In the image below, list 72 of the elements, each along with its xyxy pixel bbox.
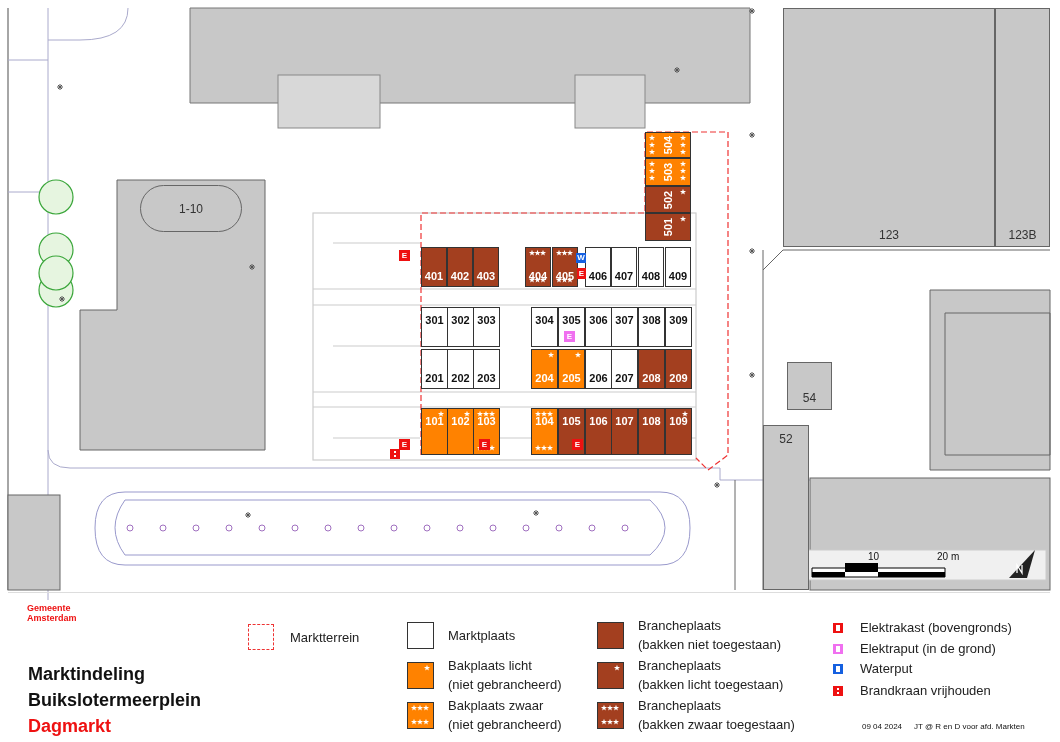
electric-box-marker: E [399,439,410,450]
electric-box-marker: E [479,439,490,450]
market-stall: 308 [638,307,665,347]
market-stall: 304 [531,307,558,347]
market-stall [473,408,500,455]
market-stall: 104 [531,408,558,455]
market-stall: 208 [638,349,665,389]
market-stall: 207 [611,349,638,389]
market-stall: 302 [447,307,474,347]
author-note: JT @ R en D voor afd. Markten [914,722,1025,731]
legend-label: Brancheplaats (bakken zwaar toegestaan) [638,697,795,734]
map-title: Buikslotermeerplein [28,690,202,711]
market-stall: 502 [645,186,691,213]
legend-label: Brancheplaats (bakken niet toegestaan) [638,617,782,654]
electric-box-marker: E [572,439,583,450]
electric-pit-marker: E [564,331,575,342]
market-stall: 402 [447,247,473,287]
building-outline: 1-10 [140,185,242,232]
map-subtitle: Dagmarkt [28,716,112,737]
market-stall: 205 [558,349,585,389]
legend-label: Brancheplaats (bakken licht toegestaan) [638,657,784,694]
market-stall [558,307,585,347]
market-stall: 203 [473,349,500,389]
stall-number: 305 [562,314,581,326]
market-stall: 209 [665,349,692,389]
market-stall: 406 [585,247,611,287]
market-stall [558,408,585,455]
market-stall: 102 [447,408,474,455]
building: 123 [783,8,995,247]
market-stall: 106 [585,408,612,455]
organisation-name: Gemeente Amsterdam [27,603,78,623]
market-stall: 407 [611,247,637,287]
market-stall: 107 [611,408,638,455]
market-stall: 201 [421,349,448,389]
legend-label: Bakplaats licht (niet gebrancheerd) [448,657,562,694]
scale-label: 20 m [937,551,960,562]
electric-box-marker: E [577,268,586,279]
market-stall: 401 [421,247,447,287]
stall-number: 103 [477,415,496,427]
market-stall: 309 [665,307,692,347]
date-note: 09 04 2024 [862,722,903,731]
market-stall: 206 [585,349,612,389]
legend-label: Marktterrein [290,629,360,647]
market-stall: 108 [638,408,665,455]
market-stall: 504 [645,132,691,158]
market-stall: 109 [665,408,692,455]
building: 52 [763,425,809,590]
legend-label: Waterput [860,660,913,678]
market-stall: 307 [611,307,638,347]
market-stall: 101 [421,408,448,455]
electric-box-marker: E [399,250,410,261]
stall-number: 105 [562,415,581,427]
market-stall: 503 [645,158,691,186]
market-stall: 306 [585,307,612,347]
market-stall: 301 [421,307,448,347]
market-stall: 303 [473,307,500,347]
market-stall: 202 [447,349,474,389]
map-title: Marktindeling [28,664,145,685]
building: 123B [995,8,1050,247]
water-point-marker: W [576,253,586,263]
market-stall: 501 [645,213,691,241]
market-stall: 409 [665,247,691,287]
legend-label: Elektraput (in de grond) [860,640,996,658]
market-stall: 204 [531,349,558,389]
market-stall: 403 [473,247,499,287]
legend-label: Brandkraan vrijhouden [860,682,991,700]
legend-label: Bakplaats zwaar (niet gebrancheerd) [448,697,562,734]
scale-label: 10 [868,551,880,562]
legend-label: Marktplaats [448,627,516,645]
building: 54 [787,362,832,410]
legend-label: Elektrakast (bovengronds) [860,619,1012,637]
market-stall: 408 [638,247,664,287]
